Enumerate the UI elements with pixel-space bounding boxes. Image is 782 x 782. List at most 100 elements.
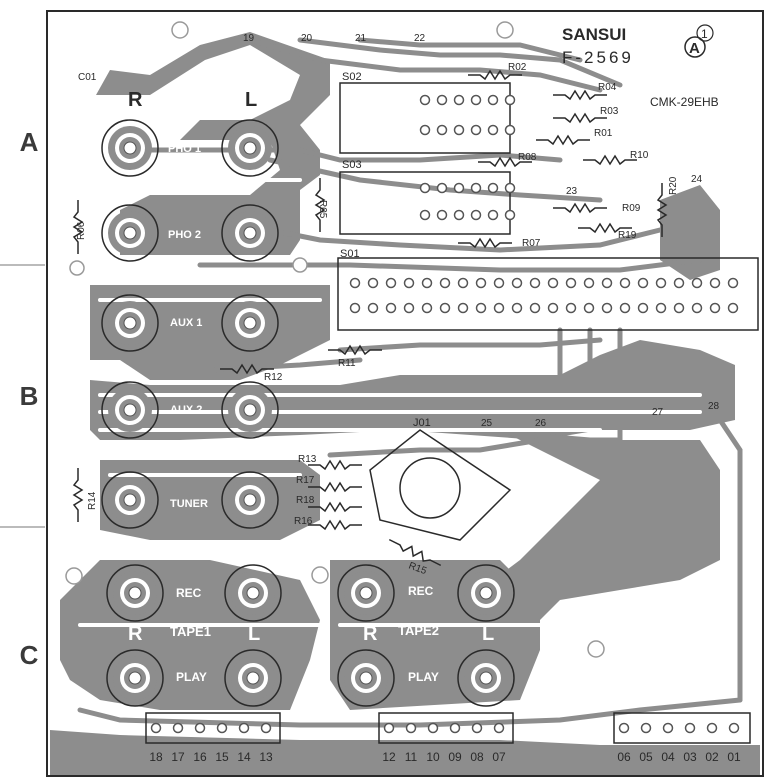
pad-s01-a13 <box>583 277 595 289</box>
pad-s01-b10 <box>529 302 541 314</box>
pad-s01-a3 <box>403 277 415 289</box>
r07-label: R07 <box>522 238 541 249</box>
conn-mid-pin-12: 12 <box>382 750 396 764</box>
point-24: 24 <box>691 174 703 185</box>
pad-s01-b14 <box>601 302 613 314</box>
s02-label: S02 <box>342 71 362 83</box>
conn-mid-pin-11: 11 <box>405 750 418 764</box>
rev-number: 1 <box>701 27 708 41</box>
tape2-channel-r: R <box>363 623 378 645</box>
rev-letter-circle <box>684 36 706 58</box>
pad-s01-a14 <box>601 277 613 289</box>
resistor-r13 <box>308 459 362 471</box>
jack-tape2-play-l <box>457 649 515 707</box>
jack-tape1-rec-l <box>224 564 282 622</box>
resistor-r09 <box>553 202 607 214</box>
pad-s01-a16 <box>637 277 649 289</box>
resistor-r20 <box>656 183 668 237</box>
code-label: CMK-29EHB <box>650 95 719 109</box>
point-22: 22 <box>414 33 426 44</box>
r09-label: R09 <box>622 203 641 214</box>
pad-conn-mid-3 <box>449 722 461 734</box>
j01-socket <box>399 457 461 519</box>
pad-conn-mid-1 <box>405 722 417 734</box>
jack-tape1-rec-r <box>106 564 164 622</box>
conn-mid-pin-10: 10 <box>426 750 440 764</box>
jack-aux2-l <box>221 381 279 439</box>
hole-7 <box>292 257 308 273</box>
pad-conn-mid-5 <box>493 722 505 734</box>
conn-right-pin-05: 05 <box>639 750 653 764</box>
copper-tuner-area <box>100 460 320 540</box>
resistor-r16 <box>308 519 362 531</box>
pad-s03-b1 <box>436 209 448 221</box>
point-25: 25 <box>481 418 493 429</box>
pad-conn-right-1 <box>640 722 652 734</box>
pad-s02-a1 <box>436 94 448 106</box>
pad-s01-b3 <box>403 302 415 314</box>
pad-s02-b4 <box>487 124 499 136</box>
conn-mid-pin-08: 08 <box>470 750 484 764</box>
r18-label: R18 <box>296 495 315 506</box>
switch-outlines <box>145 82 759 744</box>
jack-pho2-l <box>221 204 279 262</box>
pad-s02-a5 <box>504 94 516 106</box>
pho1-label: PHO 1 <box>168 143 201 155</box>
pad-s01-a10 <box>529 277 541 289</box>
pad-s02-b1 <box>436 124 448 136</box>
pad-s01-b18 <box>673 302 685 314</box>
pad-s01-a9 <box>511 277 523 289</box>
tape1-label: TAPE1 <box>170 624 211 639</box>
resistor-r03 <box>553 112 607 124</box>
point-19: 19 <box>243 33 255 44</box>
pad-s01-a1 <box>367 277 379 289</box>
pad-conn-right-3 <box>684 722 696 734</box>
channel-l-top: L <box>245 89 257 111</box>
r14-label: R14 <box>87 491 98 510</box>
copper-aux1-area <box>90 285 330 380</box>
resistor-r18 <box>308 501 362 513</box>
r05-label: R05 <box>317 200 328 219</box>
pad-conn-mid-4 <box>471 722 483 734</box>
pad-s01-a7 <box>475 277 487 289</box>
tape1-rec-label: REC <box>176 586 202 600</box>
model-label: F-2569 <box>562 48 634 67</box>
pad-s02-a0 <box>419 94 431 106</box>
pad-conn-mid-0 <box>383 722 395 734</box>
point-23: 23 <box>566 186 578 197</box>
r13-label: R13 <box>298 454 317 465</box>
connector-mid-outline <box>378 712 514 744</box>
resistor-r15 <box>388 538 442 567</box>
pad-s01-b19 <box>691 302 703 314</box>
jack-tape1-play-r <box>106 649 164 707</box>
resistor-r02 <box>468 69 522 81</box>
pad-s01-b6 <box>457 302 469 314</box>
tape1-channel-l: L <box>248 623 260 645</box>
s03-label: S03 <box>342 159 362 171</box>
point-28: 28 <box>708 401 720 412</box>
aux1-label: AUX 1 <box>170 317 202 329</box>
jack-tape1-play-l <box>224 649 282 707</box>
pad-s01-a21 <box>727 277 739 289</box>
jack-aux1-l <box>221 294 279 352</box>
resistor-r05 <box>314 178 326 232</box>
pad-s03-b2 <box>453 209 465 221</box>
jack-tuner-r <box>101 471 159 529</box>
conn-right-pin-04: 04 <box>661 750 675 764</box>
pad-s01-a5 <box>439 277 451 289</box>
jack-tuner-l <box>221 471 279 529</box>
pad-s01-b2 <box>385 302 397 314</box>
hole-4 <box>311 566 329 584</box>
brand-label: SANSUI <box>562 25 626 44</box>
conn-left-pin-17: 17 <box>171 750 185 764</box>
hole-6 <box>69 260 85 276</box>
pad-s01-b9 <box>511 302 523 314</box>
pad-conn-left-5 <box>260 722 272 734</box>
r20-label: R20 <box>668 176 679 195</box>
tape1-channel-r: R <box>128 623 143 645</box>
hole-2 <box>496 21 514 39</box>
r06-label: R06 <box>76 221 87 240</box>
